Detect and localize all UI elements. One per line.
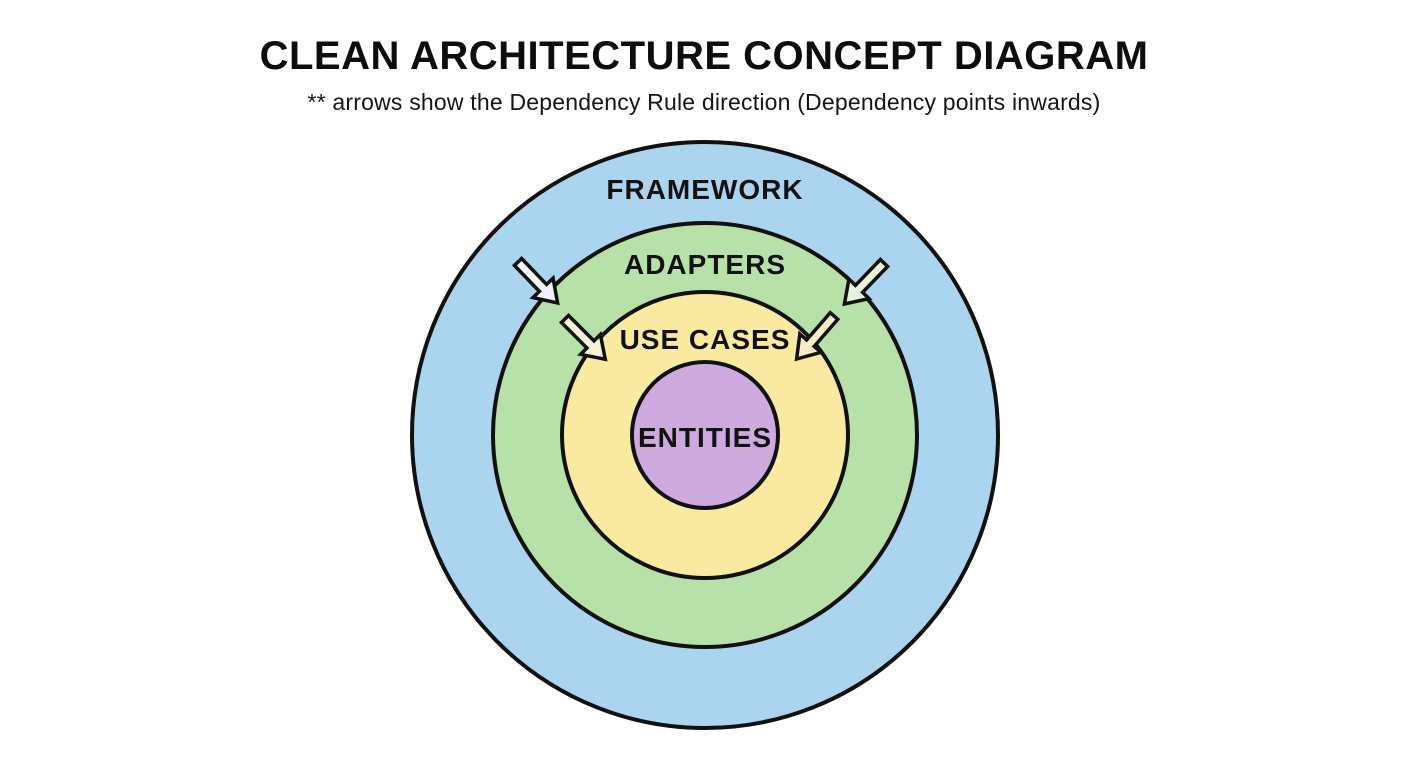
use-cases-label: USE CASES [620, 324, 791, 355]
page-subtitle: ** arrows show the Dependency Rule direc… [307, 89, 1101, 115]
dependency-arrow-left-outer [511, 256, 560, 306]
entities-circle [630, 360, 780, 510]
framework-label: FRAMEWORK [606, 174, 803, 205]
header: CLEAN ARCHITECTURE CONCEPT DIAGRAM ** ar… [0, 34, 1408, 116]
adapters-label: ADAPTERS [624, 249, 786, 280]
dependency-arrow-left-inner [558, 312, 608, 362]
dependency-arrow-right-outer [842, 257, 891, 307]
dependency-arrow-right-inner [794, 310, 841, 362]
page-title: CLEAN ARCHITECTURE CONCEPT DIAGRAM [259, 34, 1149, 78]
entities-label: ENTITIES [638, 422, 772, 453]
